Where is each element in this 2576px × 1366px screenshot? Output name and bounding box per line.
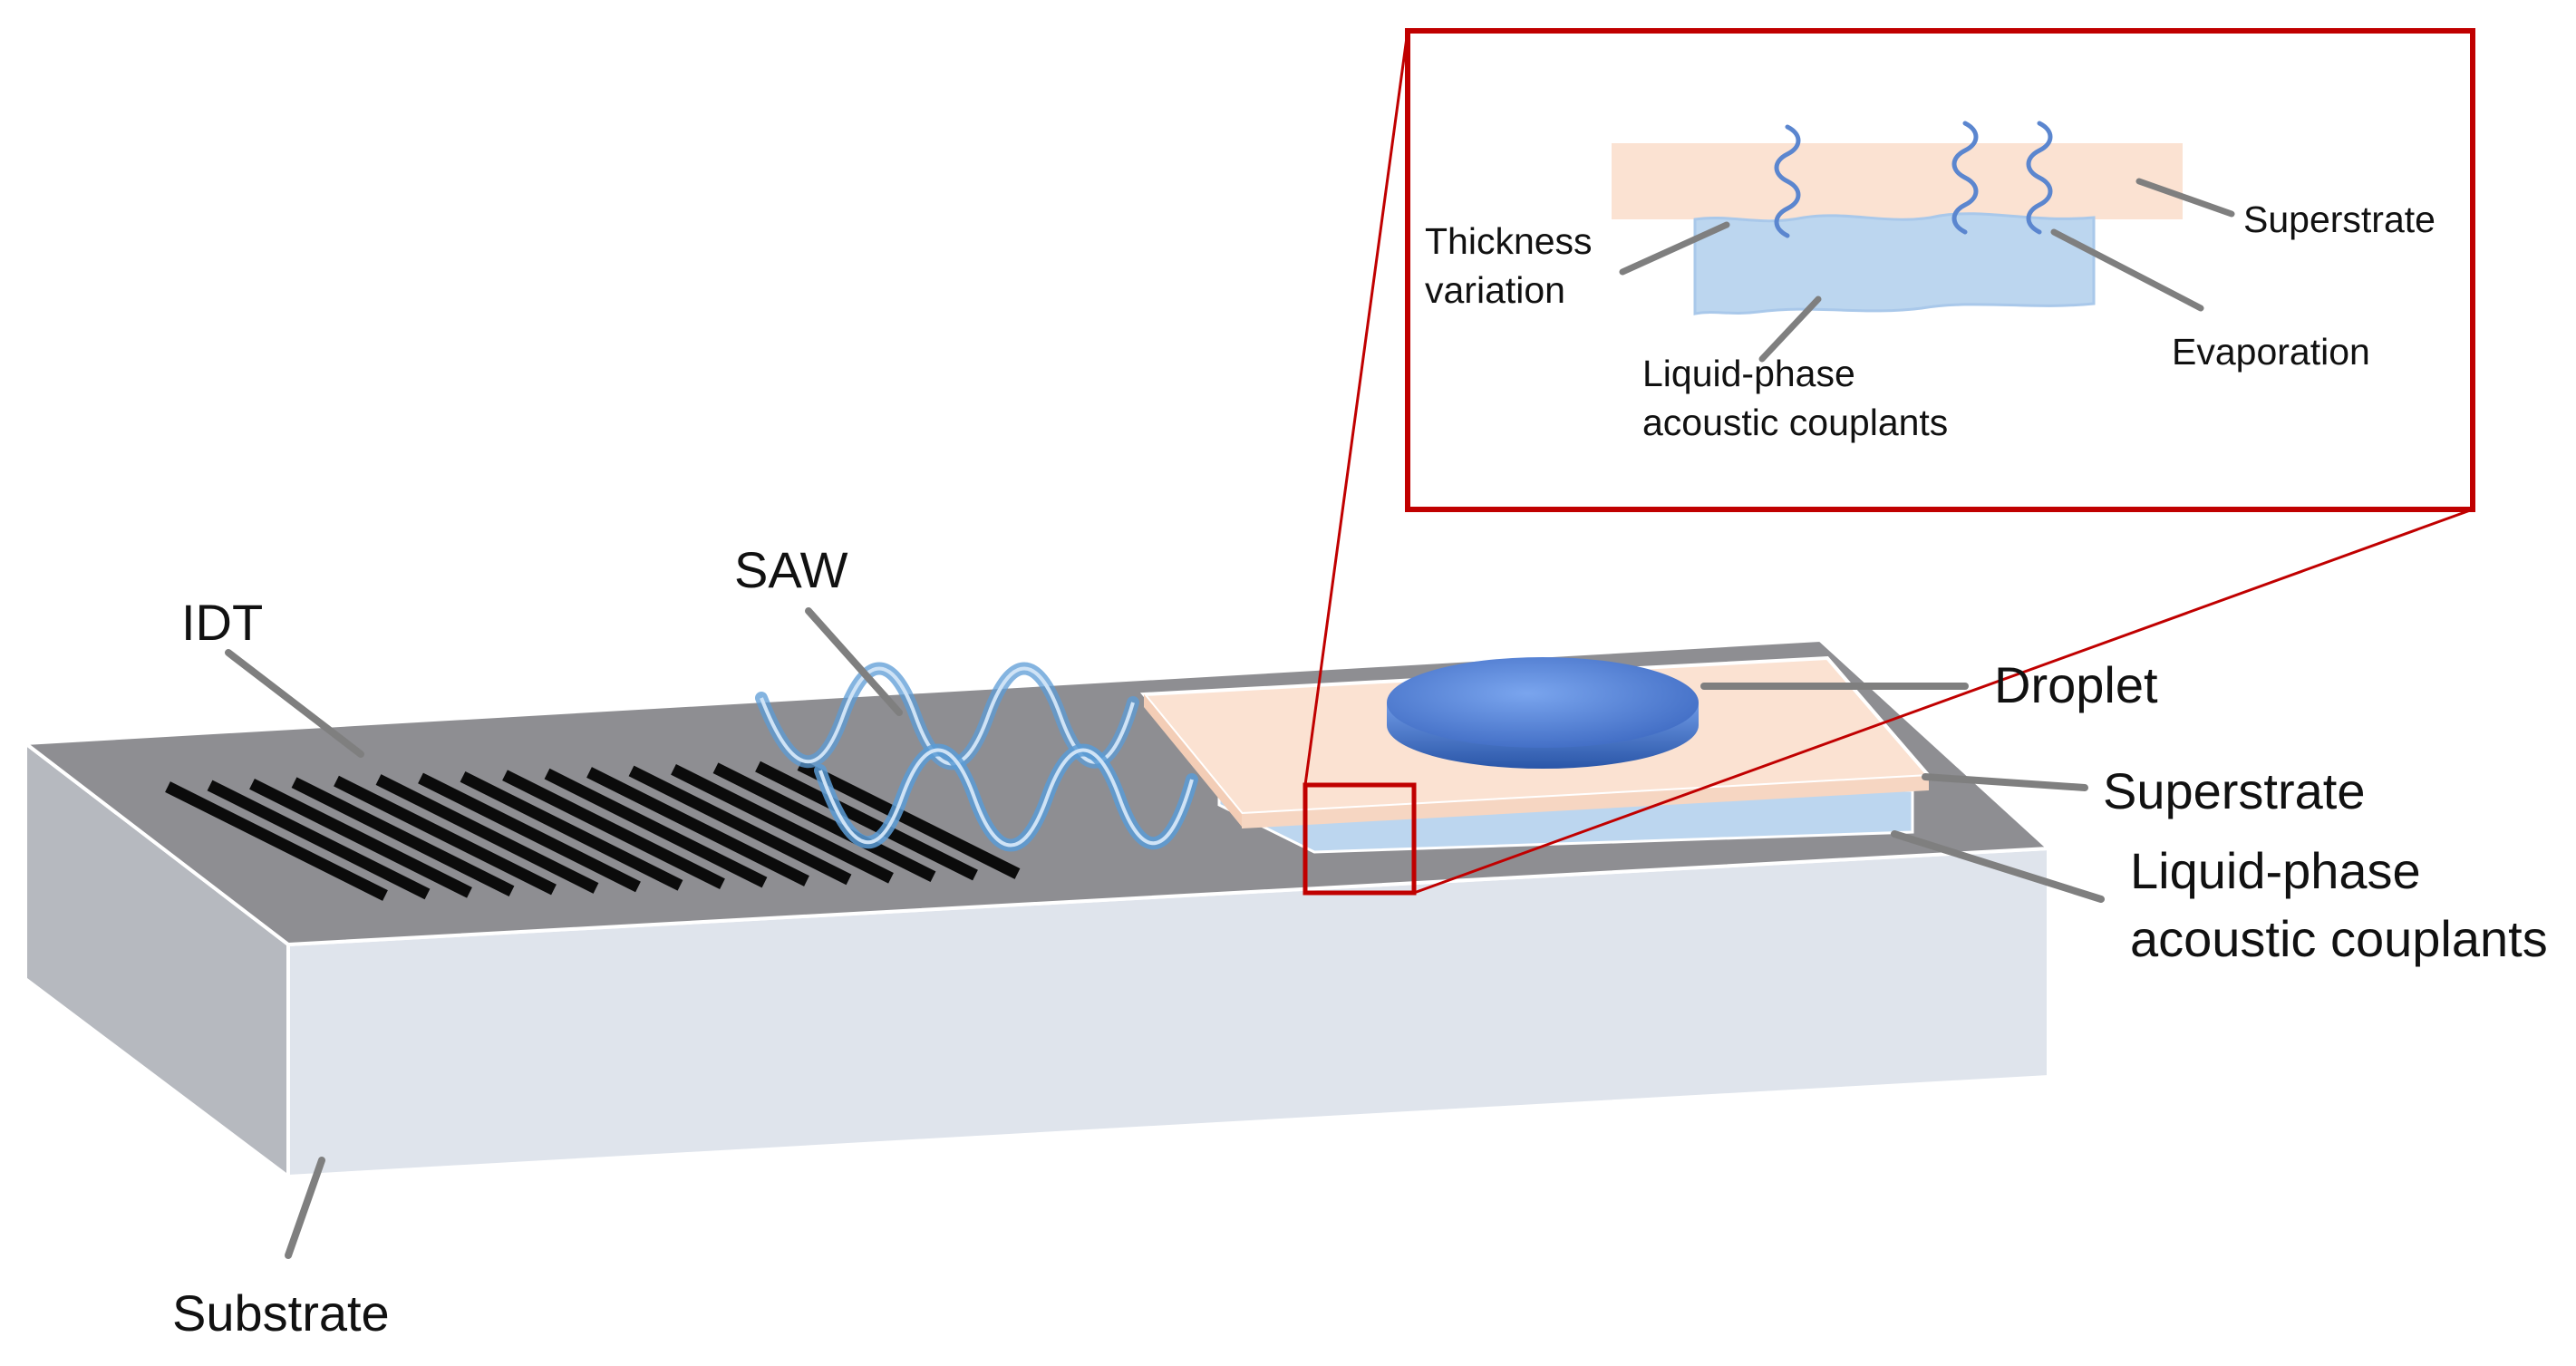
idt-finger xyxy=(460,770,683,891)
idt-finger xyxy=(712,762,936,883)
inset-couplant-leader xyxy=(1758,295,1822,363)
idt-finger xyxy=(249,778,472,898)
superstrate-left-edge xyxy=(1144,694,1242,827)
zoom-box xyxy=(1303,782,1417,896)
idt-finger xyxy=(797,760,1021,879)
label-droplet: Droplet xyxy=(1994,656,2158,713)
inset-label-couplant-line2: acoustic couplants xyxy=(1642,402,1948,443)
superstrate-leader xyxy=(1922,773,2088,791)
idt-finger xyxy=(671,763,894,884)
inset-thickness-leader xyxy=(1619,221,1730,276)
idt-finger xyxy=(586,767,809,886)
idt-finger xyxy=(165,781,388,901)
inset-evaporation-leader xyxy=(2050,228,2204,312)
zoom-line-bottom xyxy=(1413,508,2474,895)
droplet-top xyxy=(1387,657,1699,748)
idt-finger xyxy=(334,775,557,896)
idt-finger xyxy=(755,761,978,881)
zoom-indicator xyxy=(1303,30,2474,896)
label-superstrate: Superstrate xyxy=(2103,762,2366,819)
squiggle-1 xyxy=(1774,124,1801,238)
main-leader-lines xyxy=(225,607,2105,1259)
saw-leader xyxy=(805,607,903,716)
inset-superstrate-layer xyxy=(1612,143,2183,219)
idt-finger xyxy=(418,772,641,893)
inset-evaporation-squiggles xyxy=(1774,121,2053,238)
label-substrate: Substrate xyxy=(172,1284,390,1342)
inset-label-evaporation: Evaporation xyxy=(2172,331,2370,373)
idt-finger xyxy=(628,765,852,886)
squiggle-3 xyxy=(2026,121,2053,235)
inset-superstrate-leader xyxy=(2135,178,2235,218)
idt-finger xyxy=(207,780,431,900)
inset-label-superstrate: Superstrate xyxy=(2243,199,2436,240)
idt-electrodes xyxy=(165,760,1021,901)
saw-wave-back-highlight xyxy=(760,666,1135,766)
label-saw: SAW xyxy=(734,541,848,598)
idt-finger xyxy=(502,770,725,890)
inset-label-thickness-line2: variation xyxy=(1425,269,1565,311)
idt-leader xyxy=(225,649,364,758)
inset-panel: Superstrate Thickness variation Liquid-p… xyxy=(1405,28,2475,512)
squiggle-2 xyxy=(1951,121,1979,235)
label-couplant-line1: Liquid-phase xyxy=(2130,842,2421,899)
label-couplant-line2: acoustic couplants xyxy=(2130,910,2548,967)
inset-label-thickness-line1: Thickness xyxy=(1425,220,1593,262)
label-idt: IDT xyxy=(181,594,263,651)
zoom-line-top xyxy=(1303,30,1409,786)
saw-wave-front-highlight xyxy=(818,748,1194,848)
idt-finger xyxy=(544,768,768,888)
saw-waves xyxy=(755,662,1198,852)
inset-label-couplant-line1: Liquid-phase xyxy=(1642,353,1855,394)
couplant-leader xyxy=(1891,830,2105,903)
idt-finger xyxy=(291,777,515,897)
idt-finger xyxy=(375,774,599,894)
substrate-leader xyxy=(285,1157,325,1259)
droplet xyxy=(1387,657,1699,769)
inset-leader-lines xyxy=(1619,178,2235,363)
inset-couplant-layer xyxy=(1693,212,2096,315)
